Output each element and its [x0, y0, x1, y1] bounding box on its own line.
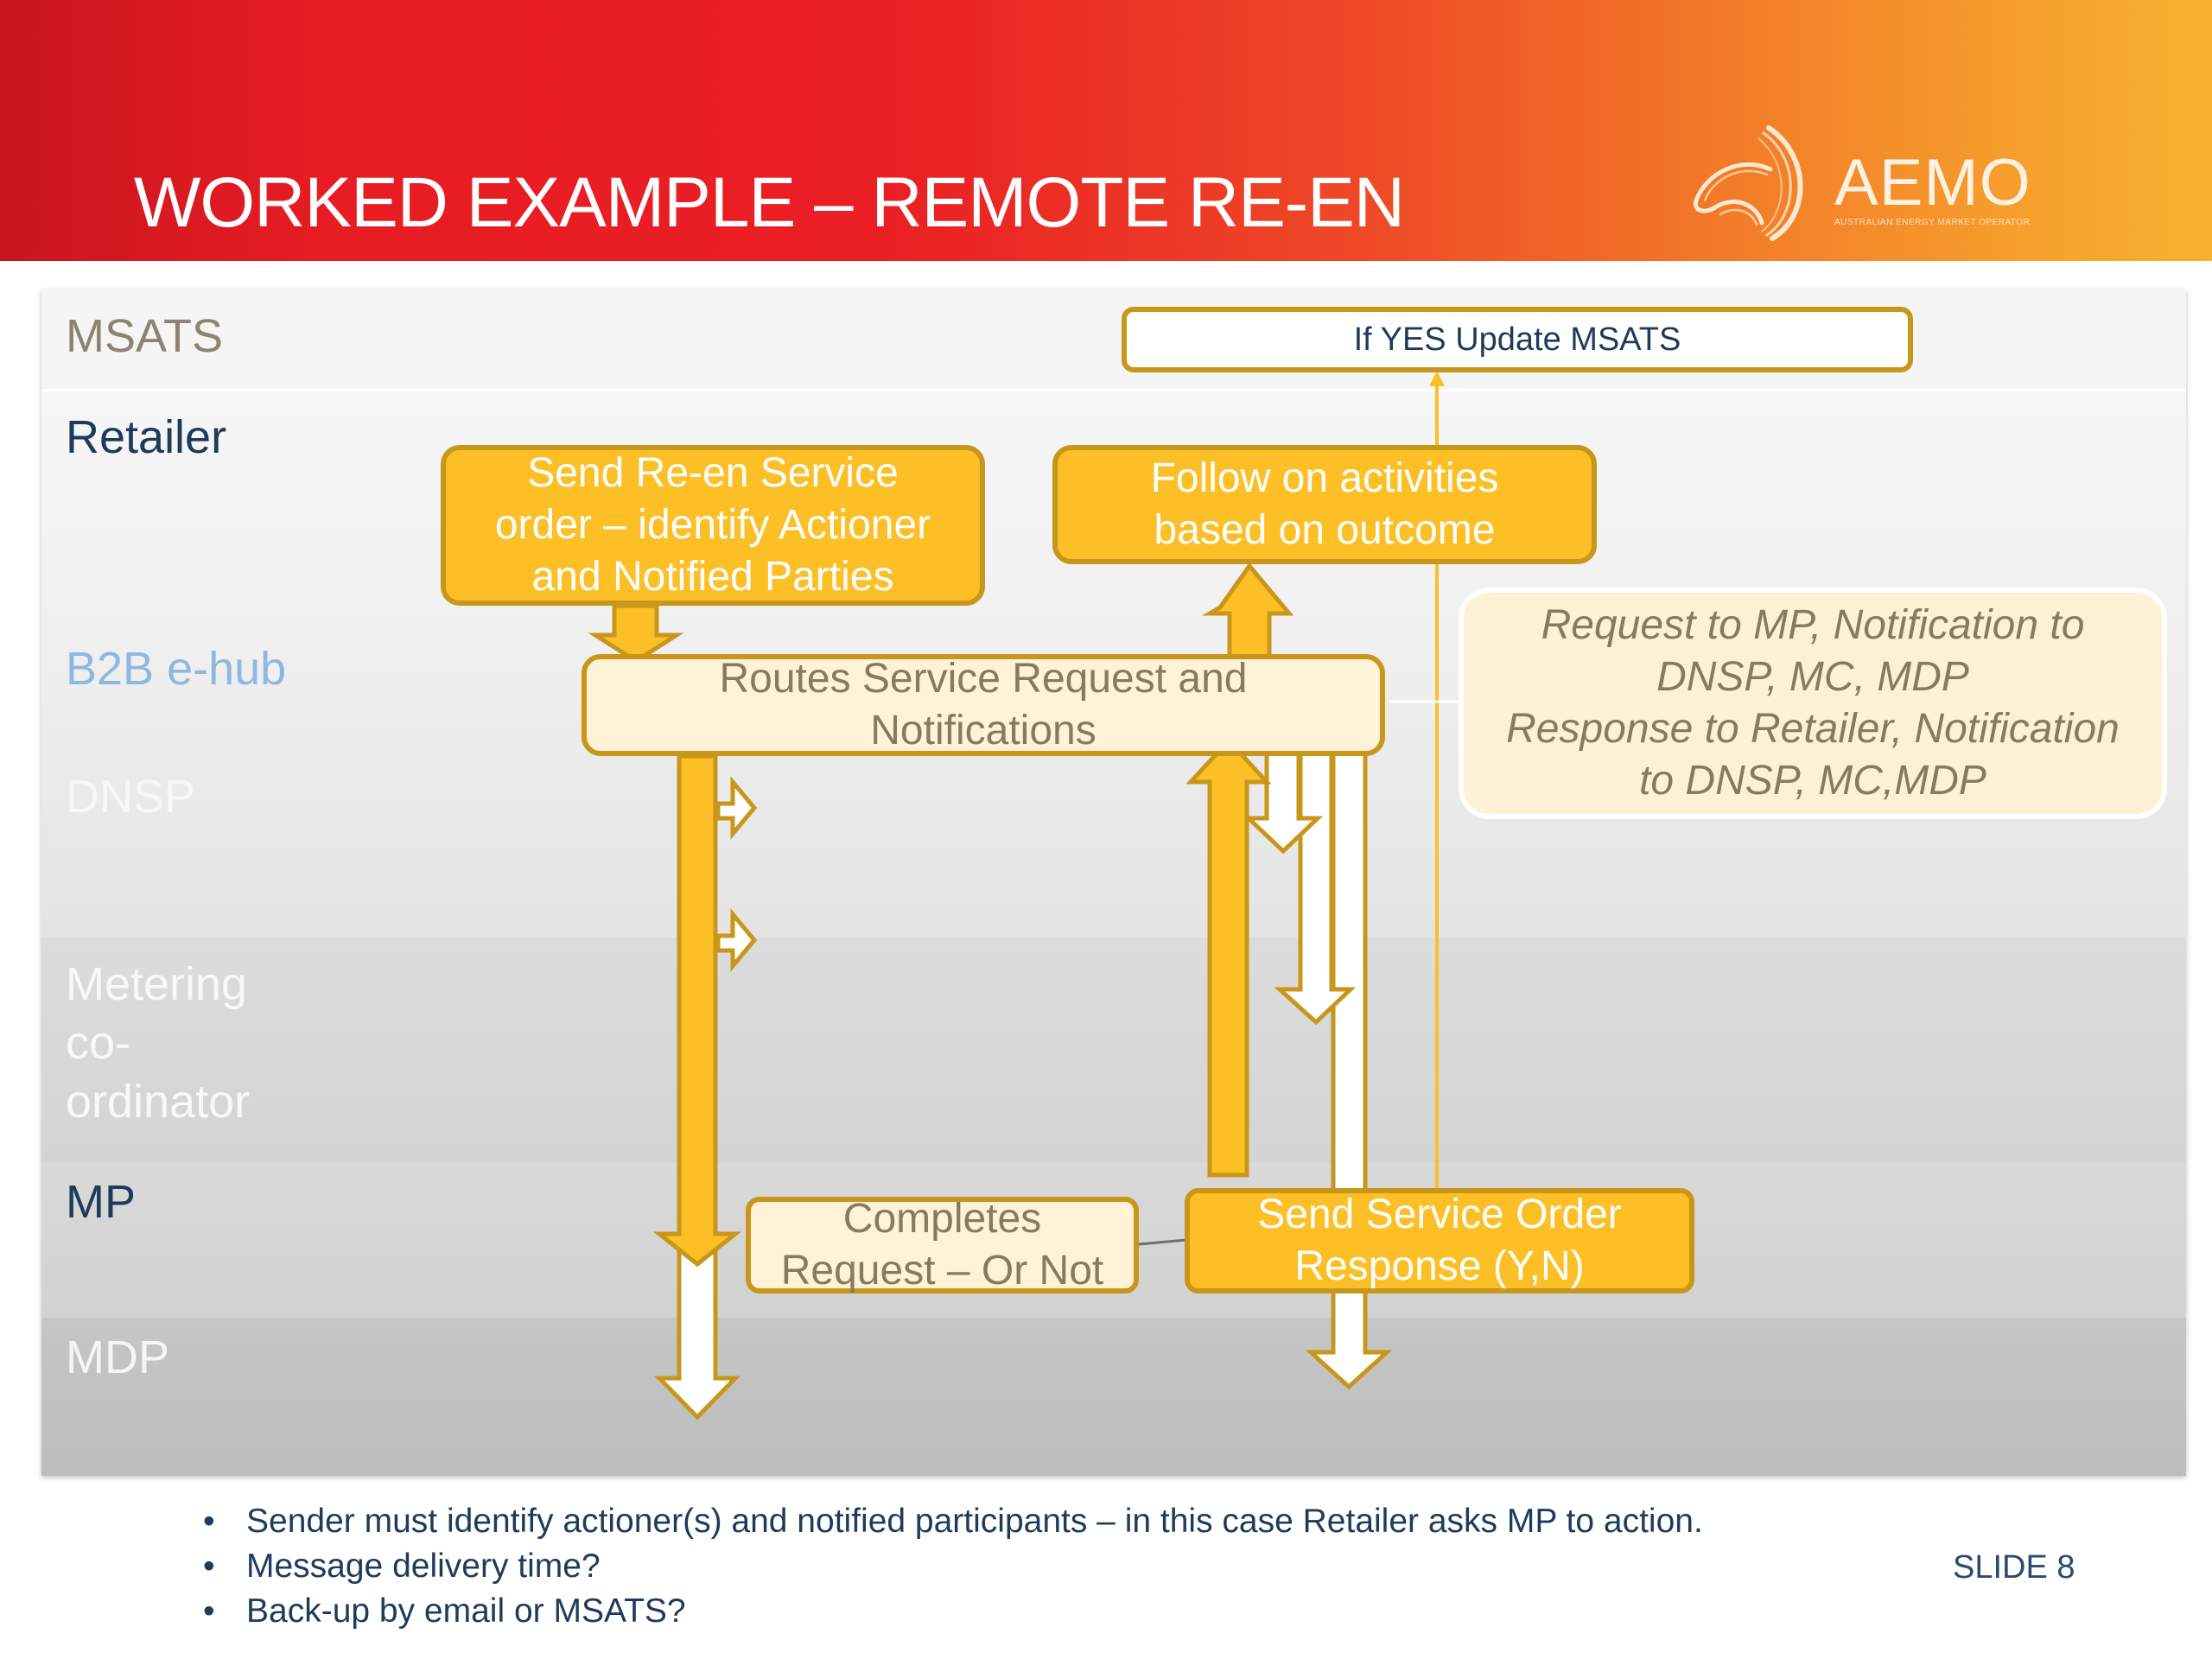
swimlane-diagram: MSATS Retailer B2B e-hub DNSP Metering c…: [41, 289, 2186, 1476]
send-reen-service-order-box: Send Re-en Service order – identify Acti…: [441, 445, 985, 606]
aemo-logo: AEMO AUSTRALIAN ENERGY MARKET OPERATOR: [1689, 121, 2052, 242]
box-line: Response (Y,N): [1294, 1243, 1585, 1289]
box-line: Request – Or Not: [780, 1248, 1104, 1294]
bullet-icon: •: [203, 1548, 215, 1585]
lane-label-line: co-: [66, 1017, 131, 1069]
lane-label-msats: MSATS: [66, 310, 224, 362]
footer-bullet-list: • Sender must identify actioner(s) and no…: [203, 1499, 1703, 1634]
lane-metering-coordinator: Metering co- ordinator: [41, 938, 2186, 1162]
update-msats-box: If YES Update MSATS: [1122, 307, 1913, 372]
box-line: order – identify Actioner: [494, 502, 931, 548]
lane-label-line: ordinator: [66, 1076, 251, 1128]
box-line: and Notified Parties: [531, 554, 894, 600]
box-line: Notifications: [870, 708, 1096, 753]
update-msats-text: If YES Update MSATS: [1353, 321, 1681, 358]
box-line: Completes: [842, 1196, 1042, 1242]
callout-line: DNSP, MC, MDP: [1656, 654, 1969, 700]
completes-request-box: Completes Request – Or Not: [746, 1196, 1139, 1294]
callout-line: Request to MP, Notification to: [1541, 602, 2085, 648]
response-notify-mdp-arrow: [1305, 745, 1393, 1390]
box-line: Routes Service Request and: [719, 656, 1248, 702]
lane-label-retailer: Retailer: [66, 411, 227, 463]
follow-on-activities-box: Follow on activities based on outcome: [1052, 445, 1597, 564]
callout-line: Response to Retailer, Notification: [1506, 706, 2120, 752]
slide-header: WORKED EXAMPLE – REMOTE RE-EN AEMO AUSTR…: [0, 0, 2212, 261]
lane-label-mdp: MDP: [66, 1332, 169, 1383]
box-line: Send Service Order: [1257, 1192, 1622, 1237]
footer-bullet: • Message delivery time?: [203, 1544, 1703, 1589]
hub-to-mp-arrow: [652, 753, 742, 1268]
footer-bullet: • Sender must identify actioner(s) and no…: [203, 1499, 1703, 1544]
lane-label-metering-coordinator: Metering co- ordinator: [66, 955, 250, 1131]
response-notify-mc-arrow: [1274, 745, 1357, 1026]
bullet-icon: •: [203, 1592, 215, 1630]
bullet-text: Back-up by email or MSATS?: [246, 1592, 686, 1630]
logo-tagline: AUSTRALIAN ENERGY MARKET OPERATOR: [1834, 218, 2031, 227]
box-line: based on outcome: [1154, 507, 1496, 553]
notify-mc-arrow: [715, 908, 758, 972]
box-line: Follow on activities: [1150, 455, 1499, 501]
slide-title: WORKED EXAMPLE – REMOTE RE-EN: [134, 163, 1405, 242]
send-service-order-response-box: Send Service Order Response (Y,N): [1185, 1188, 1694, 1294]
mp-response-to-hub-arrow: [1185, 737, 1272, 1178]
lane-label-dnsp: DNSP: [66, 771, 196, 823]
routing-callout: Request to MP, Notification to DNSP, MC,…: [1459, 588, 2167, 819]
retailer-to-hub-arrow: [588, 603, 684, 664]
bullet-text: Sender must identify actioner(s) and not…: [246, 1503, 1703, 1540]
lane-label-mp: MP: [66, 1176, 136, 1228]
bullet-icon: •: [203, 1503, 215, 1540]
notify-dnsp-arrow: [715, 776, 758, 840]
arrows-layer: [588, 371, 1459, 1421]
bullet-text: Message delivery time?: [246, 1548, 601, 1585]
lane-label-line: Metering: [66, 958, 248, 1010]
routes-service-request-box: Routes Service Request and Notifications: [582, 654, 1385, 756]
box-line: Send Re-en Service: [527, 450, 899, 496]
hub-to-retailer-arrow: [1201, 562, 1294, 659]
lane-mdp: MDP: [41, 1318, 2186, 1476]
lane-label-b2b-ehub: B2B e-hub: [66, 643, 287, 695]
callout-line: to DNSP, MC,MDP: [1639, 758, 1986, 804]
aemo-swirl-logo-icon: [1693, 125, 1803, 241]
completes-response-connector: [1138, 1238, 1187, 1246]
logo-wordmark: AEMO: [1834, 146, 2031, 219]
footer-bullet: • Back-up by email or MSATS?: [203, 1589, 1703, 1634]
response-notify-dnsp-arrow: [1243, 745, 1324, 855]
slide-number: SLIDE 8: [1953, 1549, 2075, 1586]
